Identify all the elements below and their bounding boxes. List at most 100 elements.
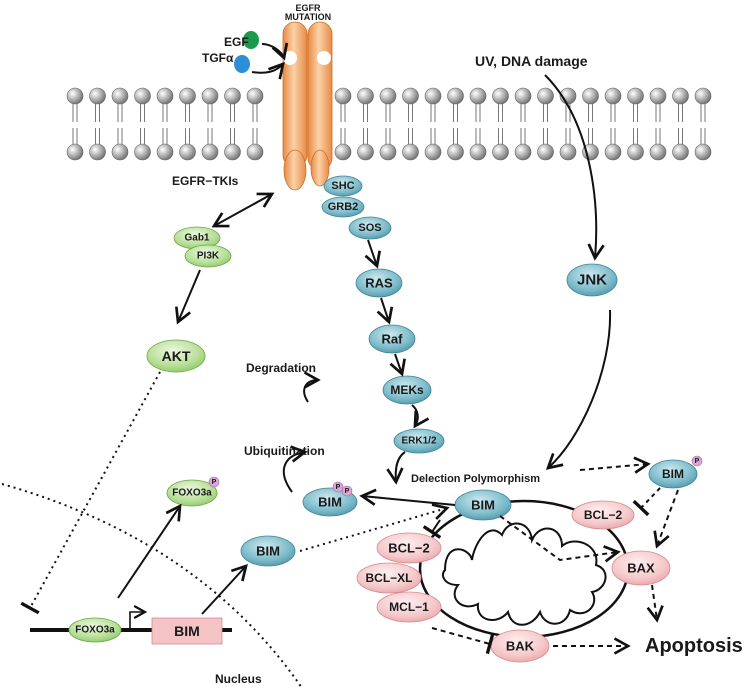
bim-nuclear-node-label: BIM (256, 544, 280, 559)
tgf-arrow (251, 61, 285, 80)
egfr-mutation-label-2: MUTATION (285, 12, 331, 22)
meks-node-label: MEKs (390, 383, 424, 397)
bclxl-node-label: BCL−XL (365, 571, 412, 585)
ubiquitination-degradation-arrow (303, 371, 321, 403)
bimp-to-bcl2-inhibit (632, 487, 661, 517)
bim-center-to-bimp-dashed (579, 456, 651, 474)
bim-nuclear-node: BIM (240, 535, 296, 567)
bim-gene-box: BIM (151, 617, 223, 645)
phospho-badge-bim-2: P (341, 485, 353, 497)
egfr-receptor (282, 21, 333, 191)
akt-node: AKT (146, 339, 206, 373)
egf-arrow (261, 42, 289, 61)
shc-node: SHC (323, 175, 363, 197)
jnk-to-bim-arrow (545, 309, 612, 470)
phospho-badge-bim-1-label: P (336, 484, 341, 491)
pi3k-to-akt-arrow (175, 269, 201, 325)
akt-node-label: AKT (162, 348, 191, 364)
erk-node: ERK1/2 (393, 428, 445, 454)
pi3k-node: PI3K (184, 244, 232, 268)
bim-to-bcl2-inhibit (422, 519, 442, 539)
sos-to-ras-arrow (364, 239, 382, 269)
foxo3a-to-phospho-arrow (117, 503, 182, 599)
bax-node-label: BAX (627, 561, 655, 576)
erk-to-bim-arrow (386, 451, 406, 485)
raf-to-meks-arrow (389, 353, 406, 377)
raf-node-label: Raf (382, 332, 404, 347)
bcl2-left-node: BCL−2 (376, 532, 442, 564)
tgf-label: TGFα (202, 51, 234, 65)
promoter-arrow-icon (129, 605, 148, 628)
jnk-node: JNK (566, 263, 618, 297)
bim-center-node: BIM (454, 489, 512, 521)
phospho-badge-bim-1: P (332, 481, 344, 493)
bim-p-right-node-label: BIM (662, 467, 684, 481)
mitochondrion (418, 499, 630, 639)
phospho-badge-foxo3a-label: P (212, 479, 217, 486)
bim-pp-node: BIM (302, 487, 358, 517)
meks-node: MEKs (382, 375, 432, 405)
bak-node: BAK (490, 629, 550, 663)
sos-node-label: SOS (358, 222, 381, 234)
nucleus-label: Nucleus (215, 672, 262, 686)
ras-node-label: RAS (365, 276, 393, 291)
jnk-node-label: JNK (577, 272, 607, 289)
bim-nuclear-to-center-dotted (299, 503, 450, 552)
ubiquitination-label: Ubiquitination (244, 444, 325, 458)
bim-center-to-bax-dashed (499, 515, 621, 563)
egf-ligand (243, 31, 259, 49)
phospho-badge-bim-2-label: P (345, 488, 350, 495)
bak-node-label: BAK (506, 639, 535, 654)
meks-to-erk-arrow (411, 404, 430, 429)
bim-gene-label: BIM (174, 623, 200, 639)
bcl2-right-node: BCL−2 (571, 500, 635, 530)
tkis-to-gab1-arrow (211, 192, 275, 228)
delection-polymorphism-label: Delection Polymorphism (411, 473, 540, 485)
egfr-tkis-label: EGFR−TKIs (172, 174, 239, 188)
bimpp-ubiquitination-arrow (282, 445, 308, 493)
grb2-node: GRB2 (321, 196, 365, 218)
gab1-node: Gab1 (173, 226, 221, 250)
apoptosis-label: Apoptosis (645, 635, 743, 657)
uv-damage-label: UV, DNA damage (475, 53, 588, 69)
bcl2-left-node-label: BCL−2 (388, 541, 430, 556)
bim-pp-node-label: BIM (318, 495, 342, 510)
bimp-to-bax-dashed (653, 489, 679, 549)
bim-p-right-node: BIM (648, 459, 698, 489)
gab1-node-label: Gab1 (184, 233, 209, 244)
mcl1-to-bak-inhibit (431, 627, 495, 655)
foxo3a-phospho-node: FOXO3a (166, 479, 218, 507)
bim-center-to-bimpp-arrow (359, 488, 456, 506)
bax-to-apoptosis-dashed (646, 584, 664, 623)
bclxl-node: BCL−XL (356, 562, 422, 594)
bcl2-right-node-label: BCL−2 (584, 508, 623, 522)
shc-node-label: SHC (331, 180, 354, 192)
ras-node: RAS (355, 268, 403, 298)
cell-membrane (66, 87, 712, 161)
egfr-mutation-label: EGFR (295, 3, 321, 13)
bim-gene-to-bim-arrow (201, 563, 248, 615)
pi3k-node-label: PI3K (197, 251, 220, 262)
akt-to-foxo3a-inhibit (20, 371, 161, 615)
phospho-badge-foxo3a: P (208, 476, 220, 488)
phospho-badge-bim-right: P (691, 455, 703, 467)
degradation-label: Degradation (246, 361, 316, 375)
sos-node: SOS (348, 216, 392, 240)
erk-node-label: ERK1/2 (401, 436, 436, 447)
mcl1-node-label: MCL−1 (389, 600, 429, 614)
tgf-ligand (234, 55, 250, 73)
raf-node: Raf (368, 324, 416, 354)
foxo3a-gene-node-label: FOXO3a (75, 625, 115, 636)
bim-center-node-label: BIM (471, 498, 495, 513)
foxo3a-gene-node: FOXO3a (68, 617, 122, 643)
ras-to-raf-arrow (376, 297, 394, 325)
egf-label: EGF (224, 35, 249, 49)
foxo3a-phospho-node-label: FOXO3a (172, 488, 212, 499)
bax-node: BAX (611, 550, 671, 586)
phospho-badge-bim-right-label: P (695, 458, 700, 465)
uv-to-jnk-arrow (544, 74, 605, 261)
grb2-node-label: GRB2 (328, 201, 359, 213)
mcl1-node: MCL−1 (376, 591, 442, 623)
nucleus-boundary (1, 483, 303, 689)
